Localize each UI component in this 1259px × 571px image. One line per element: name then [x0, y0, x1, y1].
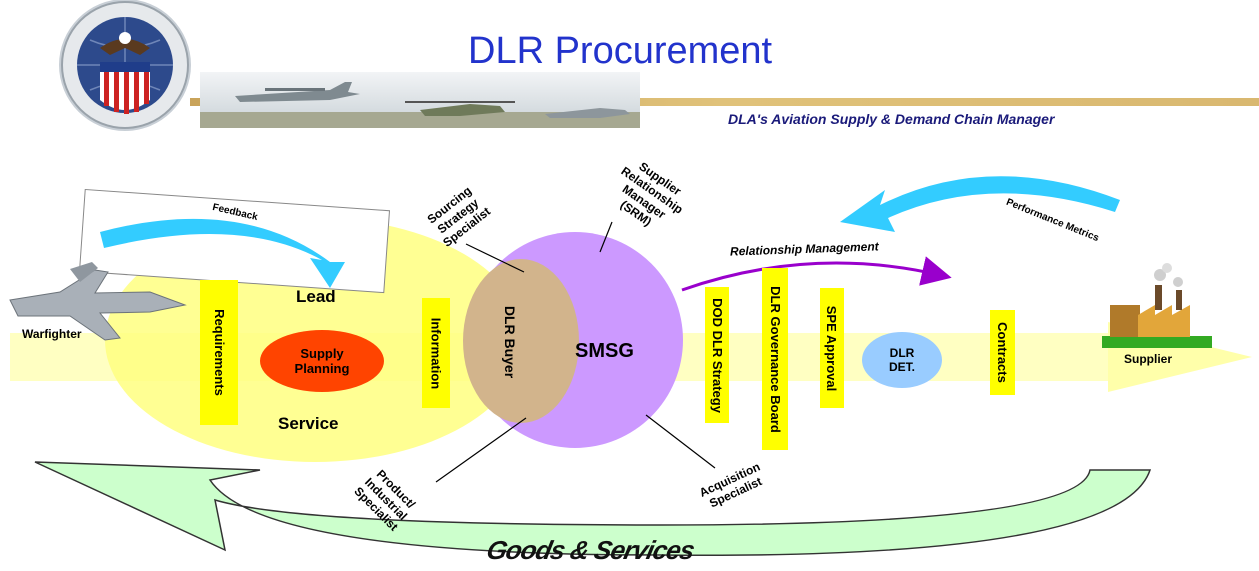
sourcing-connector [465, 243, 525, 273]
dlr-det-label: DLR DET. [872, 346, 932, 374]
srm-connector [599, 221, 613, 253]
spe-approval-label: SPE Approval [824, 305, 840, 391]
warfighter-jet-icon [9, 262, 187, 341]
dla-seal [59, 0, 191, 131]
dlr-buyer-lens [463, 259, 579, 423]
dlr-det-oval [862, 332, 942, 388]
dod-dlr-strategy-label: DOD DLR Strategy [709, 297, 725, 413]
requirements-label: Requirements [211, 309, 227, 396]
contracts-bar: Contracts [990, 310, 1015, 395]
goods-services-label: Goods & Services [483, 535, 697, 565]
information-bar: Information [422, 298, 450, 408]
header-banner [59, 0, 1259, 131]
supplier-factory-icon [1102, 263, 1212, 348]
supply-planning-label: Supply Planning [282, 346, 362, 376]
dlr-det-line-2: DET. [888, 360, 915, 374]
goods-services-arrow [34, 461, 1152, 557]
dod-dlr-strategy-bar: DOD DLR Strategy [705, 287, 729, 423]
performance-metrics-arrow [840, 176, 1120, 232]
dlr-governance-board-label: DLR Governance Board [767, 285, 783, 433]
supply-planning-oval [260, 330, 384, 392]
requirements-bar: Requirements [200, 280, 238, 425]
page-title: DLR Procurement [468, 30, 773, 72]
spe-approval-bar: SPE Approval [820, 288, 844, 408]
relationship-arrow [681, 256, 952, 292]
acquisition-connector [645, 414, 716, 469]
supply-planning-line-2: Planning [294, 361, 350, 376]
service-label: Service [278, 414, 339, 433]
smsg-label: SMSG [575, 340, 634, 362]
aircraft-photo-strip [200, 72, 640, 128]
lead-label: Lead [296, 287, 336, 306]
supply-planning-line-1: Supply [300, 346, 344, 361]
dlr-buyer-label: DLR Buyer [502, 305, 519, 379]
page-subtitle: DLA's Aviation Supply & Demand Chain Man… [728, 111, 1055, 127]
header-stripe [190, 98, 1259, 106]
dlr-det-line-1: DLR [889, 346, 915, 360]
feedback-arrow [100, 218, 345, 288]
information-label: Information [428, 317, 444, 389]
contracts-label: Contracts [995, 322, 1010, 383]
warfighter-label: Warfighter [22, 327, 82, 341]
dlr-governance-board-bar: DLR Governance Board [762, 268, 788, 450]
dlr-buyer-area: DLR Buyer [496, 298, 524, 386]
product-connector [435, 417, 527, 483]
supplier-label: Supplier [1124, 352, 1173, 366]
